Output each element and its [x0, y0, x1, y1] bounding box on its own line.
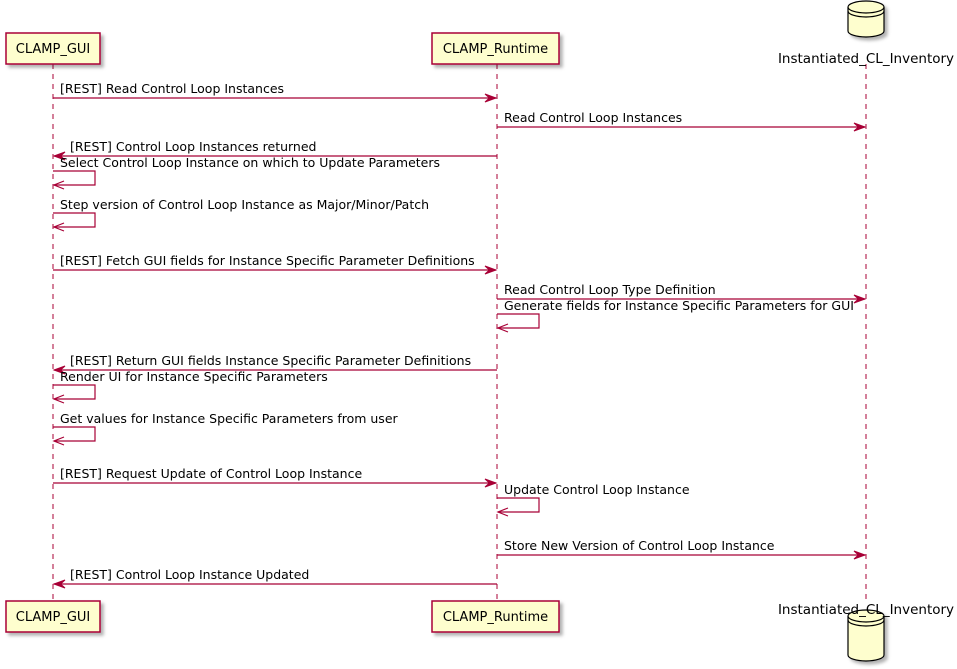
participant-label: Instantiated_CL_Inventory: [778, 602, 954, 618]
message-1: [REST] Read Control Loop Instances: [53, 81, 498, 103]
participant-box: [5, 32, 101, 65]
message-10: Render UI for Instance Specific Paramete…: [52, 369, 328, 404]
message-3: [REST] Control Loop Instances returned: [52, 139, 497, 161]
arrow-head: [853, 294, 867, 304]
message-label: [REST] Fetch GUI fields for Instance Spe…: [60, 253, 475, 268]
message-7: Read Control Loop Type Definition: [497, 282, 867, 304]
message-label: Get values for Instance Specific Paramet…: [60, 411, 399, 426]
self-message-line: [53, 212, 96, 228]
message-label: Step version of Control Loop Instance as…: [60, 197, 429, 212]
message-label: [REST] Return GUI fields Instance Specif…: [70, 353, 471, 368]
arrow-head: [52, 436, 65, 446]
participant-clamp-gui-bottom: CLAMP_GUI: [5, 600, 101, 633]
message-13: Update Control Loop Instance: [496, 482, 690, 517]
message-label: [REST] Read Control Loop Instances: [60, 81, 284, 96]
arrow-head: [52, 151, 66, 161]
arrow-head: [496, 507, 509, 517]
message-label: Store New Version of Control Loop Instan…: [504, 538, 775, 553]
message-6: [REST] Fetch GUI fields for Instance Spe…: [53, 253, 498, 275]
database-icon: [847, 0, 885, 38]
arrow-head: [484, 93, 498, 103]
message-label: [REST] Control Loop Instances returned: [70, 139, 316, 154]
message-label: Generate fields for Instance Specific Pa…: [504, 298, 854, 313]
message-label: [REST] Control Loop Instance Updated: [70, 567, 309, 582]
message-12: [REST] Request Update of Control Loop In…: [53, 466, 498, 488]
participant-box: [431, 600, 560, 633]
self-message-line: [497, 497, 540, 513]
participant-box: [431, 32, 560, 65]
message-9: [REST] Return GUI fields Instance Specif…: [52, 353, 497, 375]
participant-label: Instantiated_CL_Inventory: [778, 51, 954, 67]
arrow-head: [52, 180, 65, 190]
message-label: Update Control Loop Instance: [504, 482, 690, 497]
message-4: Select Control Loop Instance on which to…: [52, 155, 440, 190]
database-icon: [847, 609, 885, 662]
message-label: Read Control Loop Type Definition: [504, 282, 716, 297]
arrow-head: [52, 394, 65, 404]
self-message-line: [497, 313, 540, 329]
message-14: Store New Version of Control Loop Instan…: [497, 538, 867, 560]
participant-clamp-runtime-top: CLAMP_Runtime: [431, 32, 560, 65]
message-8: Generate fields for Instance Specific Pa…: [496, 298, 854, 333]
message-15: [REST] Control Loop Instance Updated: [52, 567, 497, 589]
arrow-head: [52, 365, 66, 375]
message-2: Read Control Loop Instances: [497, 110, 867, 132]
arrow-head: [52, 579, 66, 589]
participant-clamp-runtime-bottom: CLAMP_Runtime: [431, 600, 560, 633]
participant-label: CLAMP_GUI: [16, 610, 91, 625]
message-label: Select Control Loop Instance on which to…: [60, 155, 440, 170]
arrow-head: [484, 265, 498, 275]
participant-label: CLAMP_GUI: [16, 42, 91, 57]
participant-label: CLAMP_Runtime: [443, 610, 548, 625]
message-11: Get values for Instance Specific Paramet…: [52, 411, 399, 446]
participant-box: [5, 600, 101, 633]
self-message-line: [53, 170, 96, 186]
arrow-head: [52, 222, 65, 232]
self-message-line: [53, 384, 96, 400]
participant-instantiated-cl-inventory-top: Instantiated_CL_Inventory: [778, 0, 954, 67]
message-label: Read Control Loop Instances: [504, 110, 682, 125]
message-label: Render UI for Instance Specific Paramete…: [60, 369, 328, 384]
participant-label: CLAMP_Runtime: [443, 42, 548, 57]
arrow-head: [853, 122, 867, 132]
participant-clamp-gui-top: CLAMP_GUI: [5, 32, 101, 65]
participant-instantiated-cl-inventory-bottom: Instantiated_CL_Inventory: [778, 602, 954, 662]
arrow-head: [496, 323, 509, 333]
arrow-head: [853, 550, 867, 560]
message-label: [REST] Request Update of Control Loop In…: [60, 466, 362, 481]
self-message-line: [53, 426, 96, 442]
message-5: Step version of Control Loop Instance as…: [52, 197, 429, 232]
arrow-head: [484, 478, 498, 488]
